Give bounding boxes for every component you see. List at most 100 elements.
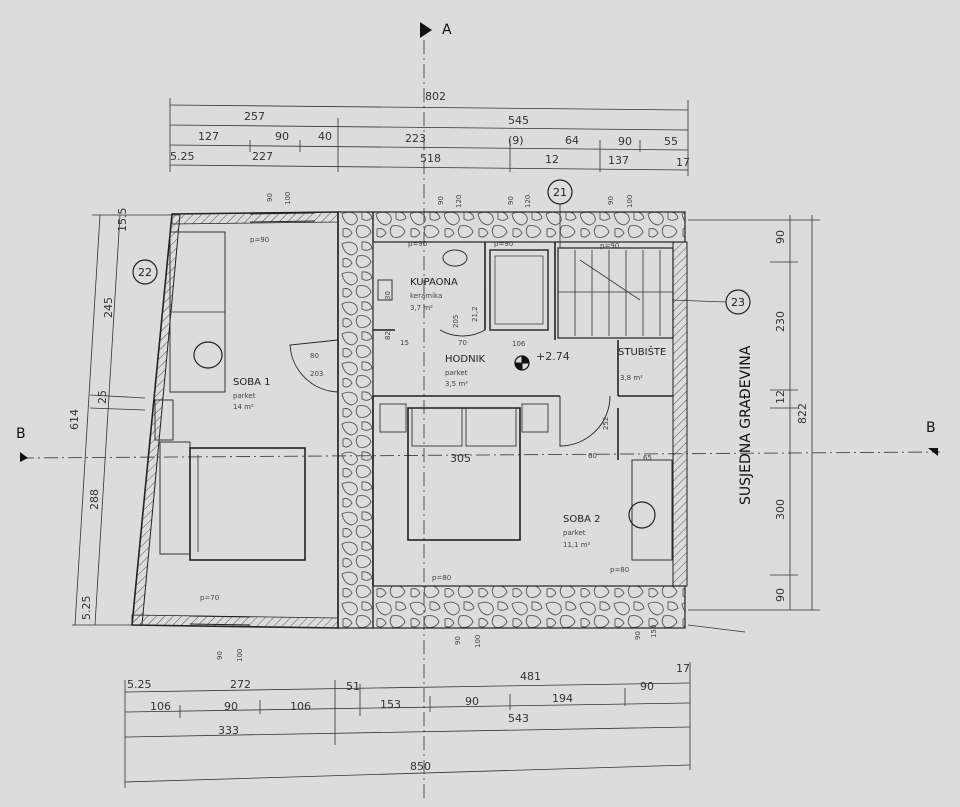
right-dim-822: 822 — [796, 403, 809, 424]
tag-23: 23 — [731, 296, 745, 309]
left-dim-614: 614 — [68, 409, 81, 430]
pillow-right — [465, 407, 517, 447]
bot-dim-481: 481 — [520, 670, 541, 683]
room-stubiste-name: STUBIŠTE — [618, 345, 666, 358]
level-value: +2.74 — [536, 350, 570, 363]
stone-wall-middle — [337, 211, 374, 629]
chair-soba2 — [628, 501, 656, 529]
bottom-dimensions — [124, 662, 691, 788]
win-dim-100c: 100 — [236, 649, 244, 662]
room-soba2-name: SOBA 2 — [563, 514, 600, 525]
win-dim-90c: 90 — [507, 196, 515, 205]
section-label-b-right: B — [926, 420, 936, 436]
room-soba1-name: SOBA 1 — [233, 377, 270, 388]
room-hodnik-floor: parket — [445, 369, 468, 377]
win-dim-100b: 100 — [626, 195, 634, 208]
win-dim-100a: 100 — [284, 192, 292, 205]
room-hodnik-area: 3,5 m² — [445, 380, 468, 388]
sill-p80a: p=80 — [432, 574, 451, 582]
win-dim-150: 150 — [650, 625, 658, 638]
win-dim-90b: 90 — [437, 196, 445, 205]
bot-dim-525: 5.25 — [127, 678, 152, 691]
inner-dim-252: 252 — [602, 417, 610, 430]
room-soba2-floor: parket — [563, 529, 586, 537]
tag-22: 22 — [138, 266, 152, 279]
win-dim-90g: 90 — [634, 631, 642, 640]
inner-dim-203: 203 — [310, 370, 323, 378]
windows — [189, 211, 650, 629]
bot-dim-17: 17 — [676, 662, 690, 675]
inner-dim-212: 21,2 — [471, 306, 479, 322]
sill-p90a: p=90 — [494, 240, 513, 248]
bot-dim-106b: 106 — [290, 700, 311, 713]
win-dim-100d: 100 — [474, 635, 482, 648]
win-dim-120a: 120 — [455, 195, 463, 208]
door-kupaona — [439, 285, 486, 337]
section-label-b-left: B — [16, 426, 26, 442]
left-dim-245: 245 — [102, 297, 115, 318]
bot-dim-90a: 90 — [640, 680, 654, 693]
room-kupaona-area: 3,7 m² — [410, 304, 433, 312]
bot-dim-194: 194 — [552, 692, 573, 705]
section-label-a: A — [442, 22, 452, 38]
inner-dim-82: 82 — [384, 331, 392, 340]
top-dim-545: 545 — [508, 114, 529, 127]
right-dim-90a: 90 — [774, 230, 787, 244]
sill-p90c: p=90 — [408, 240, 427, 248]
sink-kupaona — [442, 249, 468, 267]
sill-p90b: p=90 — [600, 242, 619, 250]
sill-p70: p=70 — [200, 594, 219, 602]
top-dim-17: 17 — [676, 156, 690, 169]
top-dim-227: 227 — [252, 150, 273, 163]
section-arrow-b-left — [20, 452, 28, 462]
top-dim-total: 802 — [425, 90, 446, 103]
left-dim-25: 25 — [96, 390, 109, 404]
desk-soba2 — [631, 459, 673, 561]
inner-dim-80: 80 — [310, 352, 319, 360]
top-dim-90b: 90 — [618, 135, 632, 148]
bed-soba2 — [407, 407, 521, 541]
right-dim-300: 300 — [774, 499, 787, 520]
right-dim-230: 230 — [774, 311, 787, 332]
section-line-b — [19, 451, 941, 459]
right-dimensions — [688, 215, 820, 611]
bot-dim-51: 51 — [346, 680, 360, 693]
room-soba1-area: 14 m² — [233, 403, 254, 411]
win-dim-90d: 90 — [607, 196, 615, 205]
section-arrow-b-right — [928, 448, 938, 456]
top-dim-12: 12 — [545, 153, 559, 166]
desk-soba1 — [154, 399, 174, 441]
door-soba2 — [559, 395, 611, 447]
sill-p80b: p=80 — [610, 566, 629, 574]
inner-dim-70: 70 — [458, 339, 467, 347]
inner-dim-65: 65 — [643, 454, 652, 462]
room-soba2-area: 11,1 m² — [563, 541, 591, 549]
neighbor-line — [687, 624, 746, 633]
bot-dim-90c: 90 — [465, 695, 479, 708]
top-dim-55: 55 — [664, 135, 678, 148]
inner-dim-15: 15 — [400, 339, 409, 347]
room-stubiste-area: 3,8 m² — [620, 374, 643, 382]
win-dim-90f: 90 — [454, 636, 462, 645]
inner-dim-205: 205 — [452, 315, 460, 328]
left-dim-288: 288 — [88, 489, 101, 510]
inner-dim-305: 305 — [450, 452, 471, 465]
top-dimensions — [169, 98, 689, 176]
toilet-kupaona — [377, 279, 393, 301]
left-dimensions — [72, 214, 180, 626]
win-dim-90a: 90 — [266, 193, 274, 202]
bot-dim-153: 153 — [380, 698, 401, 711]
left-dim-525: 5.25 — [80, 596, 93, 621]
shower-kupaona — [489, 249, 549, 331]
stair-treads — [558, 250, 673, 336]
top-dim-127: 127 — [198, 130, 219, 143]
bot-dim-543: 543 — [508, 712, 529, 725]
right-dim-12: 12 — [774, 390, 787, 404]
room-kupaona-floor: keramika — [410, 292, 442, 300]
bot-dim-90b: 90 — [224, 700, 238, 713]
top-dim-40: 40 — [318, 130, 332, 143]
chair-soba1 — [193, 341, 223, 369]
bed-soba1 — [189, 447, 306, 561]
nightstand-soba2-right — [521, 403, 549, 433]
